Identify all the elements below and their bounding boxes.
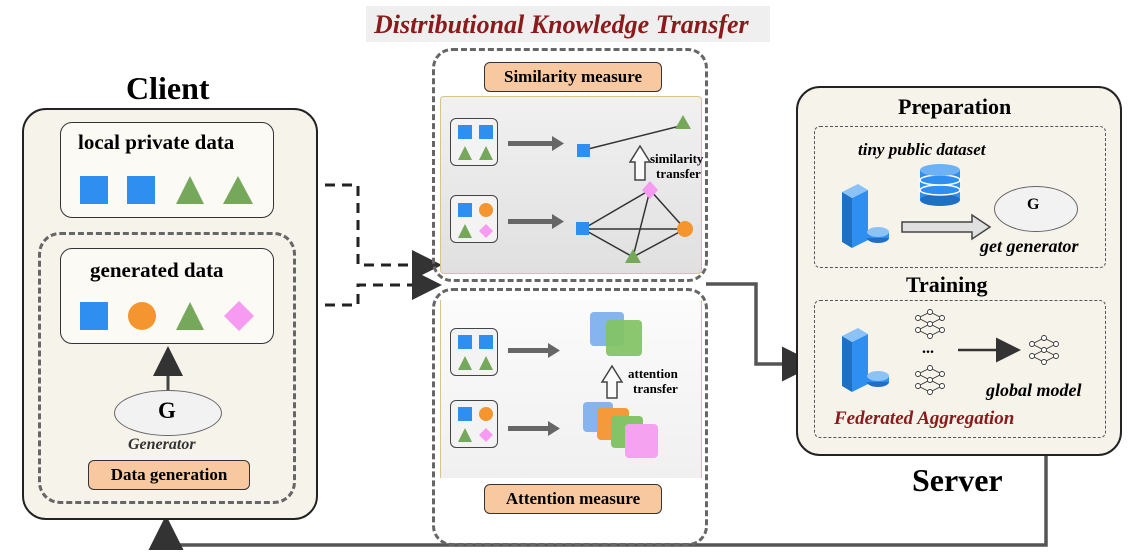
training-label: Training — [906, 272, 988, 297]
green-triangle-icon — [479, 356, 493, 370]
attention-map-green — [606, 320, 642, 356]
local-data-label: local private data — [78, 130, 235, 154]
server-icon — [842, 184, 889, 248]
blue-square-icon — [479, 125, 493, 139]
server-generator-letter: G — [1027, 196, 1040, 213]
generator-label: Generator — [128, 436, 196, 453]
attention-dashed-box — [432, 288, 708, 546]
similarity-transfer-line2: transfer — [656, 166, 701, 181]
green-triangle-icon — [176, 176, 204, 204]
get-generator-label: get generator — [980, 236, 1079, 256]
attention-transfer-line1: attention — [628, 366, 678, 381]
blue-square-icon — [458, 203, 472, 217]
green-triangle-icon — [458, 428, 472, 442]
green-triangle-icon — [458, 356, 472, 370]
green-triangle-icon — [223, 176, 253, 204]
green-node-icon — [675, 115, 691, 129]
up-arrow-icon — [600, 364, 624, 399]
green-triangle-icon — [458, 146, 472, 160]
blue-square-icon — [458, 125, 472, 139]
server-title: Server — [912, 462, 1003, 498]
header-title-banner — [366, 6, 770, 42]
server-generator-ellipse — [994, 186, 1078, 232]
green-triangle-icon — [479, 146, 493, 160]
blue-node-icon — [576, 222, 589, 235]
pink-diamond-icon — [224, 301, 254, 331]
client-generator-ellipse — [114, 390, 222, 436]
pink-diamond-icon — [479, 224, 493, 238]
generated-data-label: generated data — [90, 258, 224, 282]
blue-square-icon — [80, 176, 108, 204]
block-arrow-icon — [901, 213, 992, 241]
data-generation-badge: Data generation — [88, 460, 250, 490]
attention-badge: Attention measure — [484, 484, 662, 514]
up-arrow-icon — [628, 144, 652, 181]
similarity-dashed-box — [432, 48, 708, 282]
orange-circle-icon — [479, 407, 493, 421]
green-triangle-icon — [458, 224, 472, 238]
global-model-network-icon — [1029, 335, 1059, 365]
training-dashed-box — [814, 300, 1106, 438]
blue-square-icon — [127, 176, 155, 204]
neural-network-icon — [915, 309, 945, 339]
pink-diamond-icon — [479, 428, 493, 442]
client-generator-letter: G — [158, 398, 176, 423]
orange-circle-icon — [128, 302, 156, 330]
similarity-transfer-line1: similarity — [650, 151, 704, 166]
federated-aggregation-label: Federated Aggregation — [834, 408, 1015, 429]
pink-node-icon — [642, 181, 658, 199]
client-title: Client — [126, 70, 210, 106]
similarity-badge: Similarity measure — [484, 62, 662, 92]
ellipsis-label: ... — [922, 340, 934, 357]
green-triangle-icon — [176, 302, 204, 330]
preparation-label: Preparation — [898, 94, 1012, 119]
database-icon — [919, 164, 961, 206]
header-title: Distributional Knowledge Transfer — [374, 10, 749, 39]
server-panel — [796, 86, 1122, 456]
attention-map-pink — [625, 424, 658, 458]
blue-square-icon — [479, 335, 493, 349]
attention-transfer-line2: transfer — [633, 381, 678, 396]
orange-node-icon — [677, 221, 693, 237]
public-dataset-label: tiny public dataset — [858, 140, 986, 159]
blue-square-icon — [80, 302, 108, 330]
neural-network-icon — [915, 365, 945, 395]
preparation-dashed-box — [814, 126, 1106, 268]
blue-square-icon — [458, 335, 472, 349]
blue-node-icon — [577, 144, 590, 157]
green-node-icon — [625, 249, 641, 263]
server-icon — [842, 328, 889, 392]
global-model-label: global model — [986, 380, 1082, 400]
data-generation-dashed-box — [38, 232, 296, 504]
orange-circle-icon — [479, 203, 493, 217]
arrow-to-server — [706, 282, 817, 382]
blue-square-icon — [458, 407, 472, 421]
